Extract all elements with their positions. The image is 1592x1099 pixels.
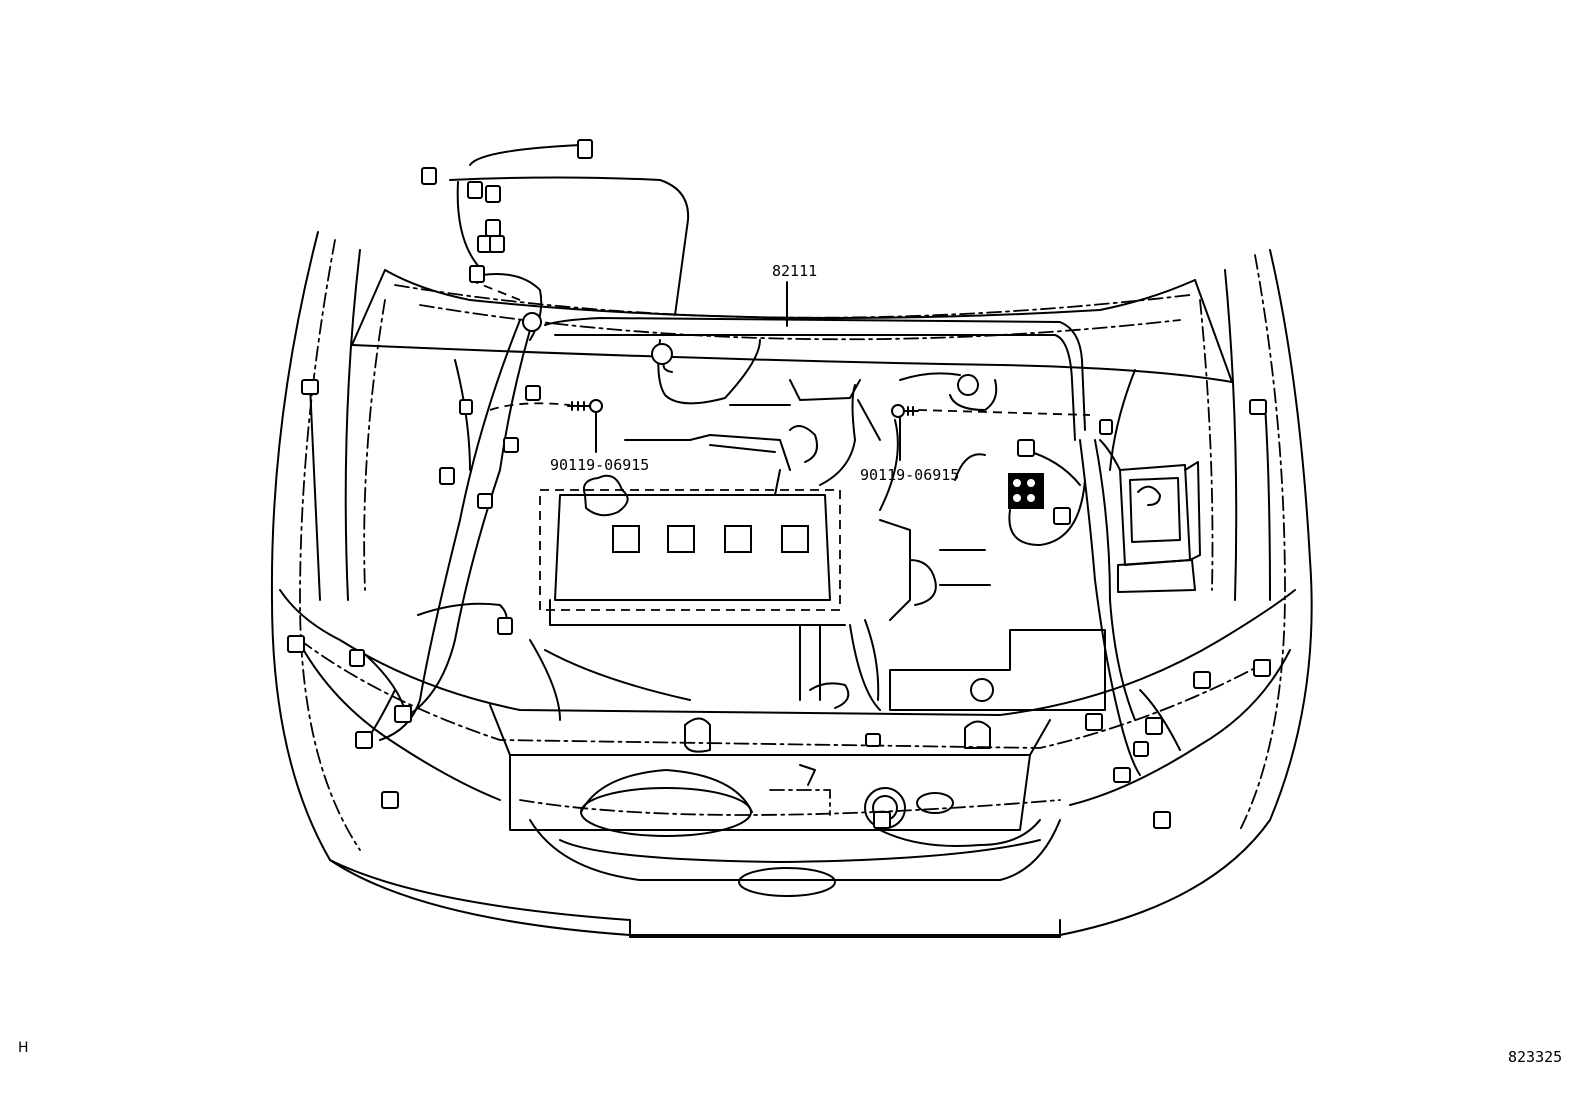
leader-lines xyxy=(595,281,901,461)
connector-set xyxy=(287,139,1271,829)
engine-assembly xyxy=(454,359,1201,837)
figure-number: 823325 xyxy=(1508,1048,1562,1066)
part-label-bolt-left: 90119-06915 xyxy=(550,456,649,474)
part-label-harness: 82111 xyxy=(772,262,817,280)
part-label-bolt-right: 90119-06915 xyxy=(860,466,959,484)
bolt-left xyxy=(567,399,603,413)
vehicle-body-outline xyxy=(270,231,1313,938)
bolt-right xyxy=(891,404,919,418)
section-code: H xyxy=(18,1040,29,1056)
wire-harness-routing xyxy=(309,144,1271,847)
